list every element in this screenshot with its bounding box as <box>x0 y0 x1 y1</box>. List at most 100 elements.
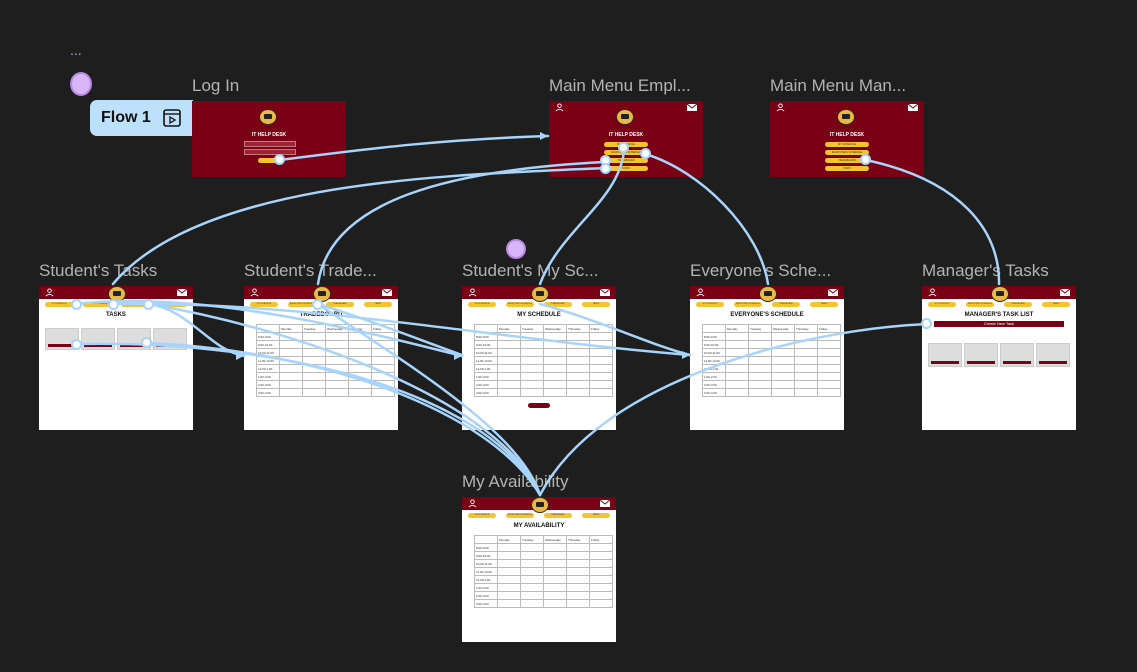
tab-my-schedule[interactable]: MY SCHEDULE <box>468 302 496 307</box>
schedule-cell[interactable] <box>348 380 372 389</box>
schedule-cell[interactable] <box>520 575 544 584</box>
schedule-cell[interactable] <box>279 356 303 365</box>
mail-icon[interactable] <box>908 104 918 111</box>
schedule-cell[interactable] <box>497 591 521 600</box>
tab-tasks[interactable]: TASKS <box>1042 302 1070 307</box>
connection-handle[interactable] <box>71 339 82 350</box>
schedule-cell[interactable] <box>589 599 613 608</box>
menu-btn-tasks[interactable]: TASKS <box>825 166 869 171</box>
tab-my-schedule[interactable]: MY SCHEDULE <box>45 302 73 307</box>
tab-tradeboard[interactable]: TRADEBOARD <box>544 513 572 518</box>
schedule-cell[interactable] <box>794 388 818 397</box>
schedule-cell[interactable] <box>748 380 772 389</box>
schedule-cell[interactable] <box>520 348 544 357</box>
schedule-cell[interactable] <box>302 340 326 349</box>
schedule-cell[interactable] <box>325 340 349 349</box>
schedule-cell[interactable] <box>589 543 613 552</box>
schedule-cell[interactable] <box>279 340 303 349</box>
tab-my-schedule[interactable]: MY SCHEDULE <box>250 302 278 307</box>
schedule-cell[interactable] <box>348 340 372 349</box>
frame-title-avail[interactable]: My Availability <box>462 472 569 491</box>
schedule-cell[interactable] <box>543 380 567 389</box>
user-icon[interactable] <box>250 288 259 297</box>
schedule-cell[interactable] <box>520 591 544 600</box>
schedule-cell[interactable] <box>725 340 749 349</box>
tab-everyone[interactable]: EVERYONE'S SCHEDULE <box>506 302 534 307</box>
schedule-cell[interactable] <box>497 364 521 373</box>
schedule-cell[interactable] <box>566 364 590 373</box>
frame-title-everyone[interactable]: Everyone's Sche... <box>690 261 832 280</box>
schedule-cell[interactable] <box>497 543 521 552</box>
connection-handle[interactable] <box>618 142 629 153</box>
schedule-cell[interactable] <box>725 332 749 341</box>
schedule-cell[interactable] <box>348 372 372 381</box>
schedule-cell[interactable] <box>748 348 772 357</box>
schedule-cell[interactable] <box>817 364 841 373</box>
task-card[interactable] <box>964 343 998 367</box>
schedule-cell[interactable] <box>589 372 613 381</box>
tab-everyone[interactable]: EVERYONE'S SCHEDULE <box>83 302 111 307</box>
schedule-cell[interactable] <box>497 372 521 381</box>
task-card[interactable] <box>928 343 962 367</box>
schedule-cell[interactable] <box>520 340 544 349</box>
schedule-cell[interactable] <box>302 380 326 389</box>
schedule-cell[interactable] <box>497 599 521 608</box>
schedule-cell[interactable] <box>325 348 349 357</box>
tab-tradeboard[interactable]: TRADEBOARD <box>544 302 572 307</box>
schedule-cell[interactable] <box>817 348 841 357</box>
schedule-cell[interactable] <box>543 332 567 341</box>
mail-icon[interactable] <box>687 104 697 111</box>
schedule-cell[interactable] <box>543 575 567 584</box>
schedule-cell[interactable] <box>566 567 590 576</box>
connection-handle[interactable] <box>312 299 323 310</box>
schedule-cell[interactable] <box>543 551 567 560</box>
frame-st-sched[interactable]: MY SCHEDULE EVERYONE'S SCHEDULE TRADEBOA… <box>462 286 616 430</box>
schedule-cell[interactable] <box>497 340 521 349</box>
frame-main-man[interactable]: IT HELP DESK MY SCHEDULE EVERYONE'S SCHE… <box>770 101 924 177</box>
schedule-cell[interactable] <box>794 372 818 381</box>
schedule-cell[interactable] <box>302 356 326 365</box>
frame-main-emp[interactable]: IT HELP DESK MY SCHEDULE EVERYONE'S SCHE… <box>549 101 703 177</box>
schedule-cell[interactable] <box>325 388 349 397</box>
user-icon[interactable] <box>555 103 564 112</box>
connection-handle[interactable] <box>600 163 611 174</box>
schedule-cell[interactable] <box>771 348 795 357</box>
frame-title-st-sched[interactable]: Student's My Sc... <box>462 261 599 280</box>
schedule-cell[interactable] <box>566 388 590 397</box>
username-field[interactable] <box>244 141 296 147</box>
schedule-cell[interactable] <box>566 559 590 568</box>
schedule-cell[interactable] <box>543 340 567 349</box>
schedule-cell[interactable] <box>520 599 544 608</box>
schedule-cell[interactable] <box>543 599 567 608</box>
availability-button[interactable] <box>528 403 550 408</box>
schedule-cell[interactable] <box>771 364 795 373</box>
create-task-button[interactable]: Create New Task <box>934 321 1064 327</box>
schedule-cell[interactable] <box>371 380 395 389</box>
schedule-cell[interactable] <box>543 356 567 365</box>
schedule-cell[interactable] <box>748 340 772 349</box>
schedule-cell[interactable] <box>520 388 544 397</box>
schedule-cell[interactable] <box>497 559 521 568</box>
tab-tasks[interactable]: TASKS <box>159 302 187 307</box>
more-dots[interactable]: ... <box>70 42 82 58</box>
connection-handle[interactable] <box>108 299 119 310</box>
schedule-cell[interactable] <box>566 372 590 381</box>
schedule-cell[interactable] <box>589 567 613 576</box>
tab-tradeboard[interactable]: TRADEBOARD <box>1004 302 1032 307</box>
schedule-cell[interactable] <box>371 340 395 349</box>
schedule-cell[interactable] <box>566 380 590 389</box>
schedule-cell[interactable] <box>348 356 372 365</box>
schedule-cell[interactable] <box>302 348 326 357</box>
schedule-cell[interactable] <box>589 332 613 341</box>
connection-handle[interactable] <box>141 337 152 348</box>
schedule-cell[interactable] <box>566 543 590 552</box>
schedule-cell[interactable] <box>771 340 795 349</box>
schedule-cell[interactable] <box>748 356 772 365</box>
schedule-cell[interactable] <box>566 591 590 600</box>
schedule-cell[interactable] <box>794 348 818 357</box>
schedule-cell[interactable] <box>371 388 395 397</box>
mail-icon[interactable] <box>1060 289 1070 296</box>
schedule-cell[interactable] <box>771 332 795 341</box>
schedule-cell[interactable] <box>748 332 772 341</box>
schedule-cell[interactable] <box>794 356 818 365</box>
